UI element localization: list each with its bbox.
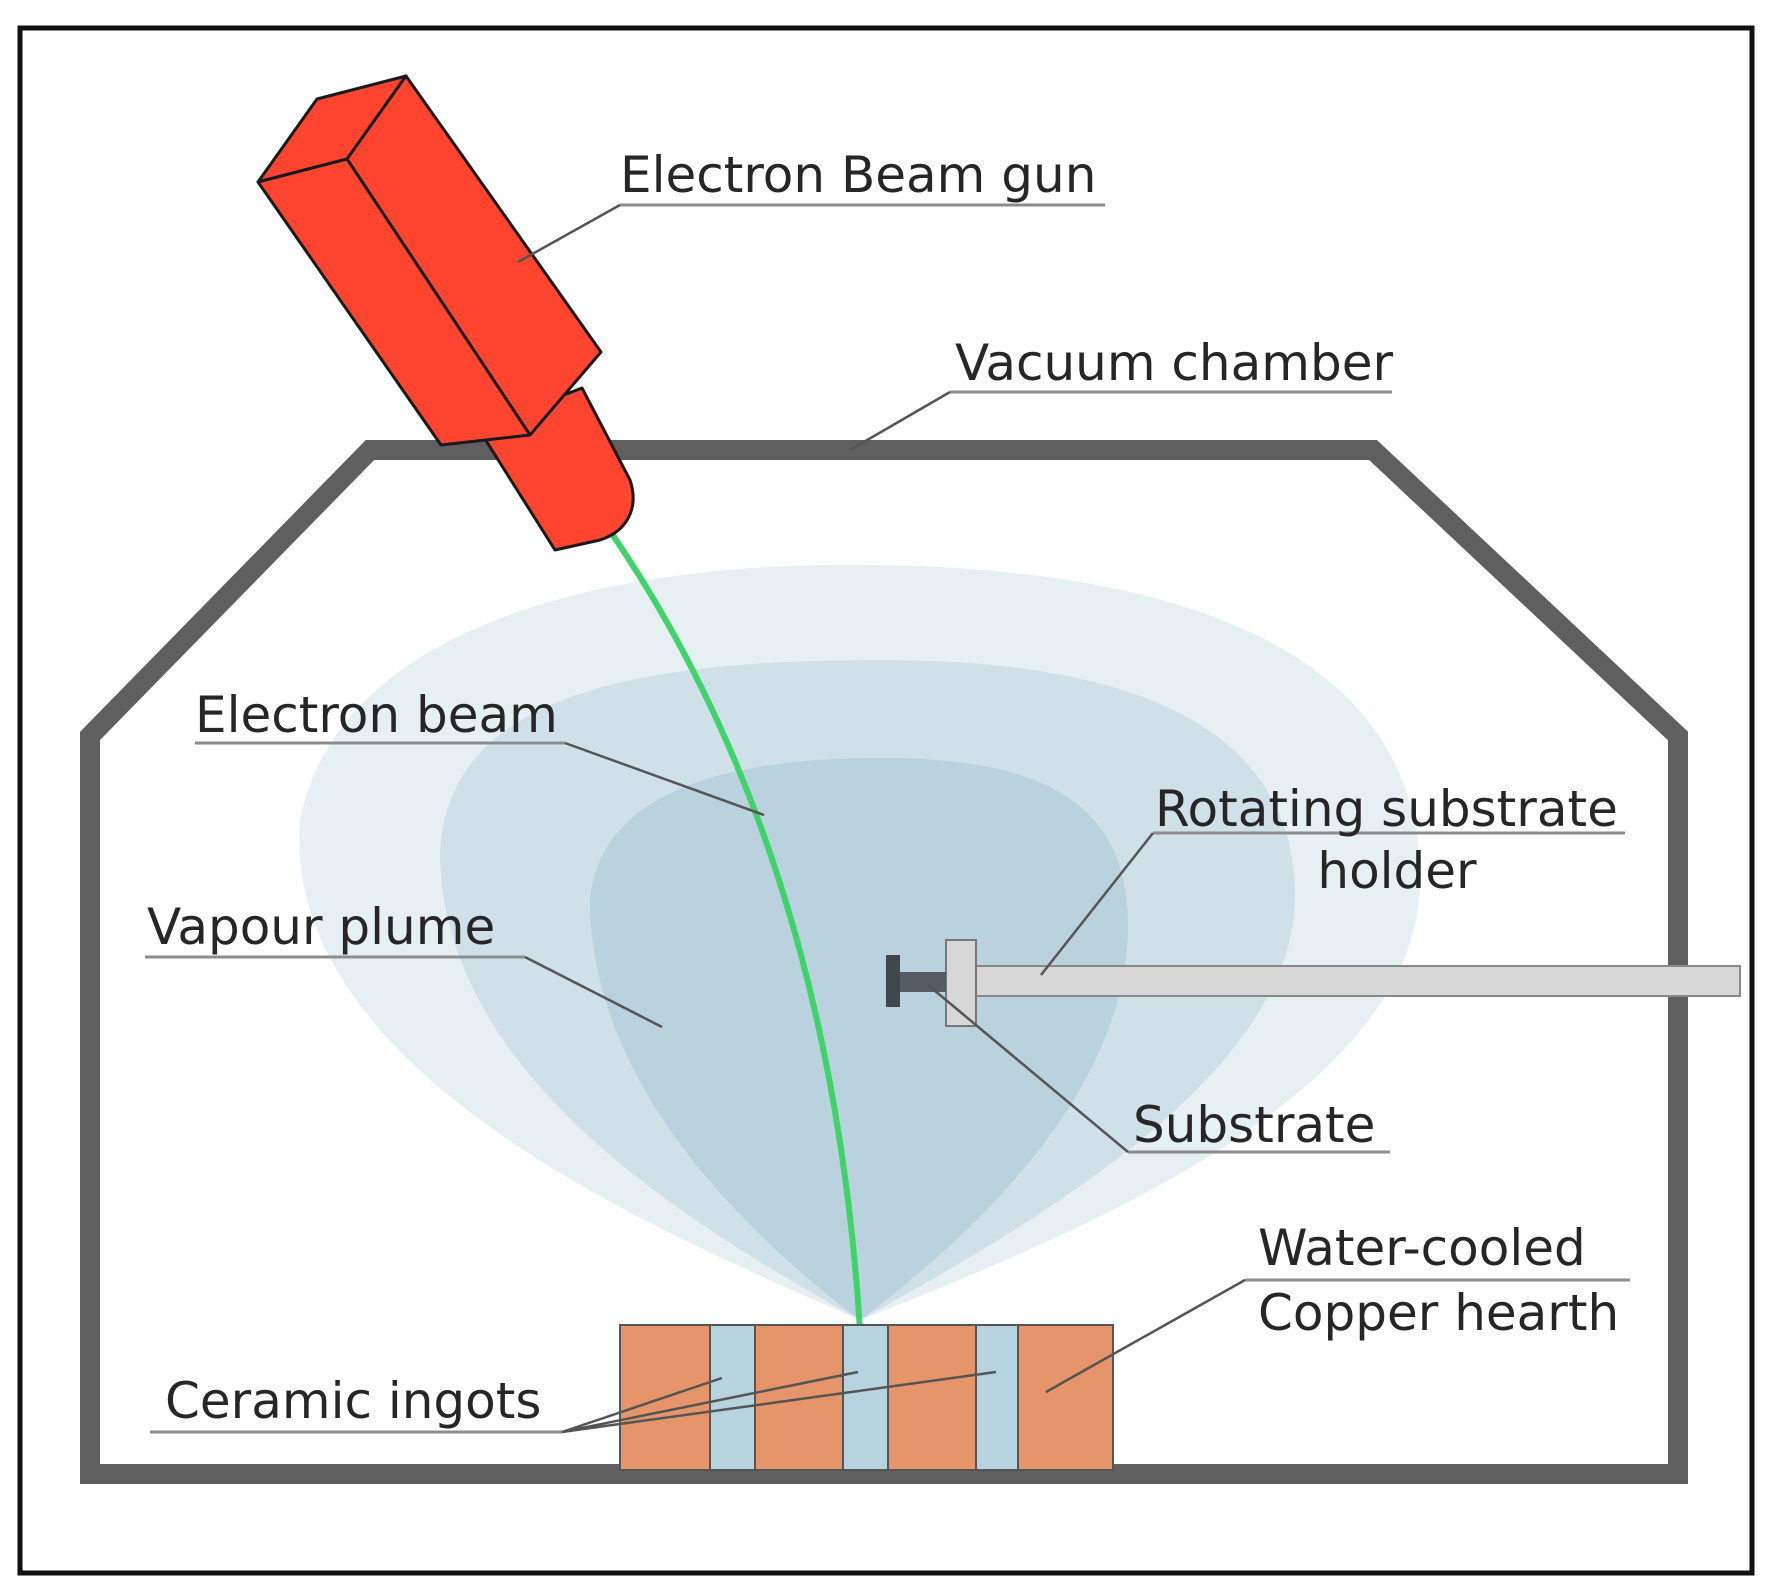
label-copper-hearth: Copper hearth [1258,1284,1619,1342]
electron-beam-gun [256,74,635,552]
vacuum-chamber-wall [80,440,1688,1484]
gun-body-front [256,157,532,447]
ceramic-ingot-3 [975,1324,1019,1471]
ingots-leader-2 [561,1370,859,1434]
label-electron-beam: Electron beam [195,686,558,744]
labels: Electron Beam gun Vacuum chamber Electro… [147,146,1619,1430]
plume-inner [590,758,1129,1320]
label-ceramic-ingots: Ceramic ingots [165,1372,541,1430]
label-rotating-holder-line1: Rotating substrate [1155,780,1618,838]
chamber-leader [849,390,951,452]
label-substrate: Substrate [1133,1096,1375,1154]
ingots-leader-1 [561,1376,723,1434]
leader-lines [145,203,1630,1434]
label-rotating-holder-line2: holder [1317,842,1477,900]
label-water-cooled: Water-cooled [1258,1219,1586,1277]
hearth-block-2 [754,1324,844,1471]
ingots-leader-3 [561,1370,997,1434]
gun-leader [517,203,621,264]
vapour-plume [299,564,1420,1320]
label-electron-beam-gun: Electron Beam gun [620,146,1096,204]
label-vapour-plume: Vapour plume [147,898,495,956]
substrate-leader [927,984,1129,1153]
holder-leader [1040,832,1154,976]
copper-hearth [619,1324,1114,1471]
holder-rod [959,965,1741,997]
ceramic-ingot-2 [842,1324,889,1471]
plume-leader [524,955,663,1029]
hearth-block-4 [1017,1324,1114,1471]
substrate-plate [886,955,900,1007]
substrate-stem [895,972,946,992]
rotating-substrate-holder [886,939,1741,1027]
label-vacuum-chamber: Vacuum chamber [955,334,1393,392]
beam-leader [564,741,765,817]
hearth-leader [1045,1278,1246,1394]
electron-beam [605,525,863,1333]
hearth-block-3 [887,1324,977,1471]
